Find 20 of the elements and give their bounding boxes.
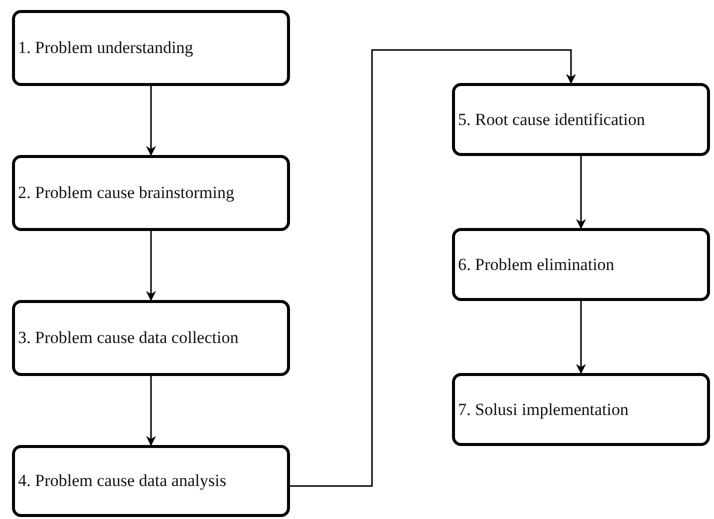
arrow: [146, 86, 156, 156]
arrow: [146, 376, 156, 446]
process-box: [12, 445, 290, 517]
step-label: 7. Solusi implementation: [458, 398, 628, 420]
process-box: [12, 300, 290, 376]
step-label: 6. Problem elimination: [458, 254, 614, 276]
step-label: 1. Problem understanding: [18, 37, 194, 59]
step-label: 2. Problem cause brainstorming: [18, 182, 234, 204]
step-label: 4. Problem cause data analysis: [18, 470, 226, 492]
arrow: [576, 301, 586, 374]
process-box: [452, 228, 710, 301]
step-label: 3. Problem cause data collection: [18, 327, 238, 349]
process-box: [12, 10, 290, 86]
step-label: 5. Root cause identification: [458, 108, 645, 130]
arrow: [290, 49, 576, 487]
process-box: [452, 373, 710, 446]
process-box: [452, 83, 710, 156]
arrow: [576, 156, 586, 229]
process-box: [12, 155, 290, 231]
arrow: [146, 231, 156, 301]
